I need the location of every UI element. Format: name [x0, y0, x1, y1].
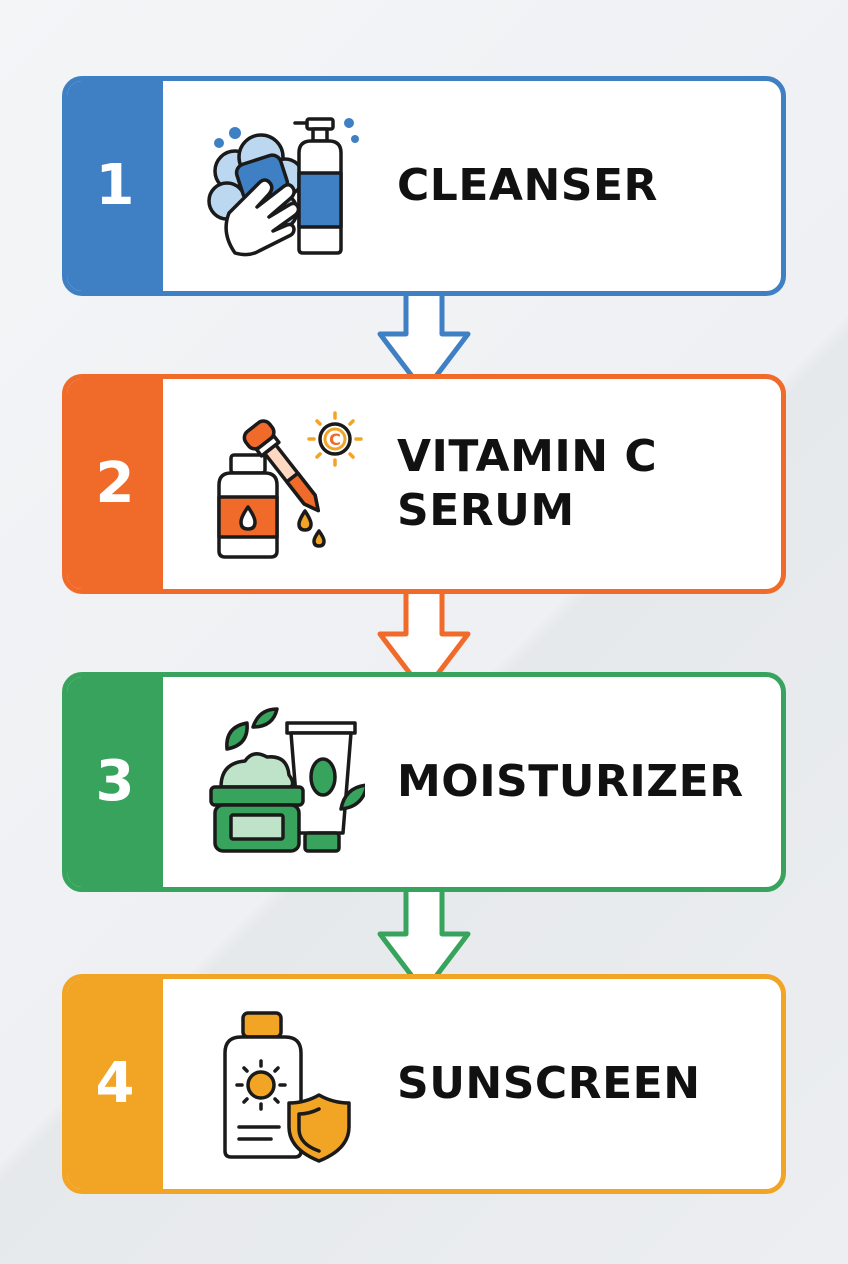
step-number: 4 — [95, 1051, 135, 1116]
step-number-panel: 1 — [67, 81, 163, 291]
step-card-moisturizer: 3 MOISTURIZER — [62, 672, 786, 892]
step-number-panel: 3 — [67, 677, 163, 887]
step-label: MOISTURIZER — [397, 756, 744, 808]
step-label: CLEANSER — [397, 160, 658, 212]
step-label: VITAMIN C SERUM — [397, 431, 658, 536]
step-number: 2 — [95, 451, 135, 516]
vitamin-c-letter: C — [329, 430, 341, 449]
step-number-panel: 4 — [67, 979, 163, 1189]
serum-dropper-icon: C — [195, 399, 365, 569]
sunscreen-bottle-icon — [195, 999, 365, 1169]
cleanser-hand-wash-icon — [195, 101, 365, 271]
step-number: 1 — [95, 153, 135, 218]
step-card-sunscreen: 4 SUNSCREEN — [62, 974, 786, 1194]
moisturizer-jar-icon — [195, 697, 365, 867]
step-label: SUNSCREEN — [397, 1058, 701, 1110]
step-number: 3 — [95, 749, 135, 814]
step-card-cleanser: 1 — [62, 76, 786, 296]
step-number-panel: 2 — [67, 379, 163, 589]
step-card-vitamin-c-serum: 2 — [62, 374, 786, 594]
